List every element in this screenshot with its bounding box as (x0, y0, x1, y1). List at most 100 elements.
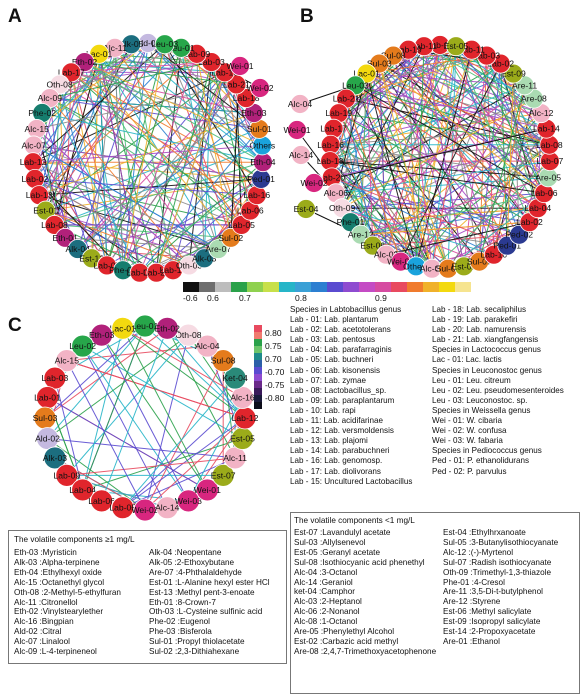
scale-ab-tick: -0.6 (183, 293, 198, 303)
network-c-node[interactable]: Lab-01 (34, 386, 61, 409)
network-b-edge (338, 112, 530, 223)
network-a-node-label: Sul-02 (218, 233, 243, 243)
network-a-edge (38, 72, 72, 196)
network-a-node[interactable]: Phe-02 (28, 103, 56, 123)
volatile-low-row: Are-05 :Phenylethyl Alcohol (294, 627, 395, 637)
network-c-node[interactable]: Alc-15 (55, 349, 80, 373)
network-c-edge (44, 325, 146, 419)
network-a-node[interactable]: Ped-01 (247, 168, 275, 189)
network-a-node[interactable]: Est-01 (33, 200, 58, 221)
scale-ab-segment (183, 282, 199, 292)
network-b-node-label: Lab-15 (427, 40, 454, 50)
network-a-edge (91, 53, 100, 259)
network-b-node[interactable]: Alc-08 (420, 258, 445, 279)
network-b-node[interactable]: Est-05 (444, 36, 469, 57)
network-a-node[interactable]: Lab-18 (233, 88, 260, 108)
network-c-node[interactable]: Ald-02 (35, 427, 60, 450)
network-a-node[interactable]: Wei-02 (246, 78, 274, 98)
network-b-edge (360, 221, 530, 236)
network-c-node[interactable]: Lac-01 (110, 316, 136, 340)
network-b-node[interactable]: Sul-05 (436, 258, 461, 279)
network-a-node[interactable]: Lab-10 (211, 62, 238, 83)
network-c-node[interactable]: Alc-14 (155, 496, 180, 520)
network-a-edge (147, 42, 263, 146)
network-b-node-label: Leu-03 (342, 80, 369, 90)
network-b-node[interactable]: Wei-01 (283, 120, 311, 140)
network-a-edge (45, 210, 174, 271)
network-c-node[interactable]: Leu-01 (132, 314, 159, 338)
network-a-node-label: Lab-08 (41, 220, 68, 230)
volatile-high-row: Phe-02 :Eugenol (149, 617, 210, 627)
network-b-node-label: Lab-03 (473, 51, 500, 61)
network-c-node[interactable]: Alk-03 (43, 446, 68, 470)
network-c-node[interactable]: Lab-09 (53, 463, 80, 487)
network-c-node-label: Lab-05 (109, 503, 136, 513)
network-b-node-label: Alc-06 (324, 188, 349, 198)
network-a-node[interactable]: Wei-01 (226, 56, 254, 76)
network-a-node-label: Alk-04 (66, 244, 91, 254)
network-a-node[interactable]: Lab-08 (41, 215, 68, 235)
scale-c-segment (254, 402, 262, 409)
network-c-node[interactable]: Ket-04 (222, 366, 248, 390)
network-b-node-label: Alc-08 (420, 264, 445, 274)
network-c-node-label: Wei-02 (131, 505, 158, 515)
network-c-node[interactable]: Alc-04 (195, 334, 220, 358)
network-a-node[interactable]: Lab-17 (58, 62, 85, 83)
panel-label-c: C (8, 315, 22, 336)
network-a-node-label: Phe-02 (28, 108, 56, 118)
network-b-node[interactable]: Wei-02 (300, 173, 328, 193)
network-c-node[interactable]: Wei-02 (131, 498, 159, 522)
network-a-node[interactable]: Lab-01 (126, 262, 153, 283)
network-a-node[interactable]: Alk-03 (192, 248, 217, 269)
volatile-high-box: The volatile components ≥1 mg/L Eth-03 :… (8, 530, 287, 664)
network-a-edge (77, 97, 247, 250)
network-a-node[interactable]: Eth-02 (72, 52, 98, 72)
network-c-node-label: Lab-12 (232, 413, 259, 423)
network-c-node[interactable]: Eth-02 (155, 316, 181, 340)
network-a-node[interactable]: Eth-01 (53, 227, 79, 248)
network-b-edge (338, 112, 550, 146)
network-c-node[interactable]: Eth-03 (89, 323, 115, 347)
network-c-node[interactable]: Leu-02 (69, 334, 96, 358)
network-b-node[interactable]: Lab-11 (411, 36, 437, 57)
network-b-node[interactable]: Est-04 (294, 199, 319, 219)
network-b-node[interactable]: Alc-14 (289, 145, 314, 165)
network-c-node[interactable]: Sul-03 (33, 406, 58, 430)
network-a-node[interactable]: Are-07 (205, 239, 231, 259)
network-a-node[interactable]: Oth-08 (46, 74, 73, 95)
network-c-node[interactable]: Alc-11 (223, 446, 247, 470)
network-a-node-label: Lab-07 (94, 260, 121, 270)
network-b-node-label: Ped-02 (505, 230, 533, 240)
network-c-node[interactable]: Oth-08 (175, 323, 202, 347)
volatile-high-row: Oth-03 :L-Cysteine sulfinic acid (149, 607, 263, 617)
network-a-node-circle (74, 52, 95, 72)
network-a-node[interactable]: Leu-03 (151, 34, 178, 55)
network-c-node[interactable]: Lab-04 (69, 478, 96, 502)
volatile-low-row: Alc-12 :(-)-Myrtenol (443, 547, 514, 557)
network-c-node[interactable]: Sul-08 (211, 349, 236, 373)
network-b-node-label: Wei-02 (300, 178, 327, 188)
network-a-node[interactable]: Lab-05 (228, 215, 255, 235)
network-c-node[interactable]: Lab-05 (109, 496, 136, 520)
network-c-node[interactable]: Wei-03 (175, 489, 202, 513)
network-a-node-label: Alc-07 (22, 140, 47, 150)
network-a-node[interactable]: Sul-02 (218, 227, 243, 248)
network-b-node[interactable]: Lab-11 (459, 39, 485, 60)
network-a-edge (36, 83, 237, 130)
network-c-node[interactable]: Est-07 (211, 463, 236, 487)
network-b-node[interactable]: Lab-21 (333, 88, 360, 109)
network-c-node[interactable]: Lab-06 (88, 489, 115, 513)
network-a-node-label: Lab-18 (233, 93, 260, 103)
network-a-edge (49, 47, 182, 99)
network-c-node[interactable]: Wei-01 (194, 478, 221, 502)
network-c-node[interactable]: Est-05 (230, 427, 255, 450)
volatile-low-title: The volatile components <1 mg/L (294, 516, 415, 525)
network-a-node[interactable]: Alk-04 (66, 239, 91, 259)
network-b-node-label: Sul-07 (467, 257, 492, 267)
network-b-node[interactable]: Alc-04 (288, 94, 313, 114)
network-a-edge (71, 71, 262, 180)
network-a-node-label: Sul-01 (247, 124, 272, 134)
network-c-node[interactable]: Lab-12 (232, 406, 259, 430)
